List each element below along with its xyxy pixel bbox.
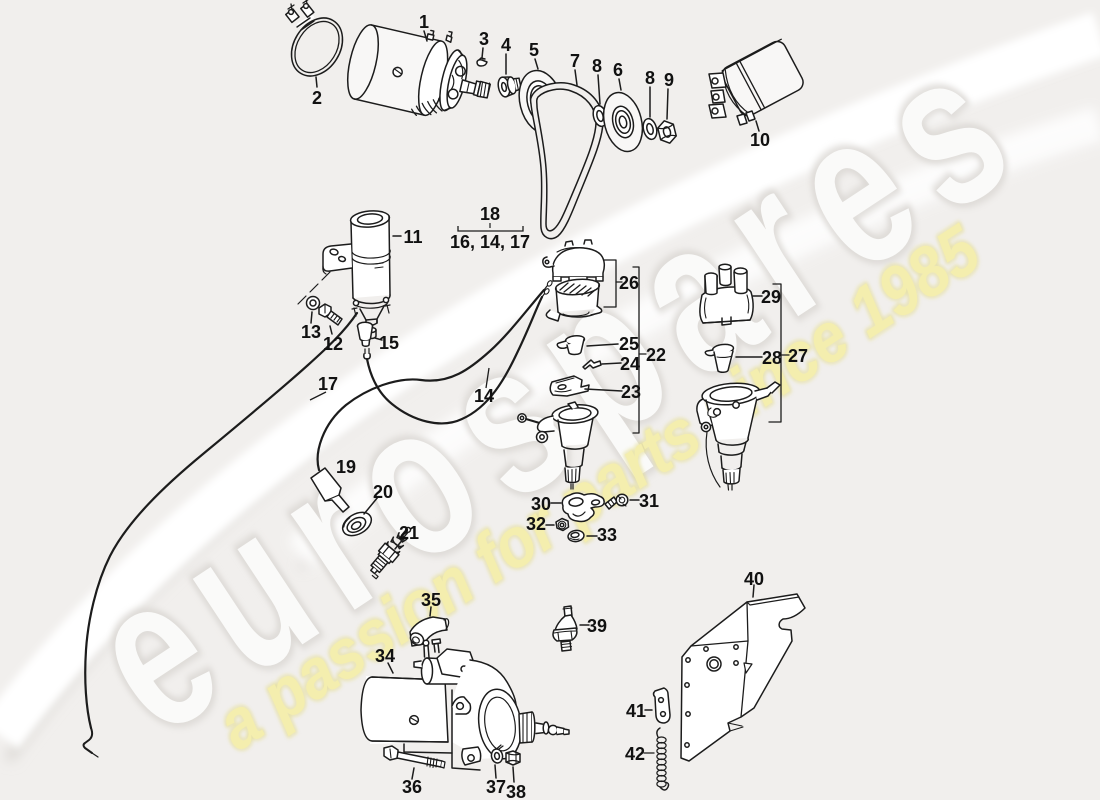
svg-text:5: 5: [529, 40, 539, 60]
svg-text:23: 23: [621, 382, 641, 402]
svg-text:2: 2: [312, 88, 322, 108]
svg-text:4: 4: [501, 35, 511, 55]
svg-text:37: 37: [486, 777, 506, 797]
svg-text:13: 13: [301, 322, 321, 342]
svg-text:17: 17: [318, 374, 338, 394]
svg-text:19: 19: [336, 457, 356, 477]
svg-text:8: 8: [645, 68, 655, 88]
svg-text:12: 12: [323, 334, 343, 354]
svg-text:35: 35: [421, 590, 441, 610]
svg-text:25: 25: [619, 334, 639, 354]
svg-text:16, 14, 17: 16, 14, 17: [450, 232, 530, 252]
svg-text:8: 8: [592, 56, 602, 76]
svg-text:6: 6: [613, 60, 623, 80]
svg-text:26: 26: [619, 273, 639, 293]
svg-text:9: 9: [664, 70, 674, 90]
svg-text:39: 39: [587, 616, 607, 636]
svg-text:21: 21: [399, 523, 419, 543]
svg-text:24: 24: [620, 354, 640, 374]
svg-text:10: 10: [750, 130, 770, 150]
svg-text:27: 27: [788, 346, 808, 366]
svg-text:34: 34: [375, 646, 395, 666]
svg-text:3: 3: [479, 29, 489, 49]
svg-text:36: 36: [402, 777, 422, 797]
svg-text:38: 38: [506, 782, 526, 800]
svg-text:29: 29: [761, 287, 781, 307]
svg-text:14: 14: [474, 386, 494, 406]
svg-text:42: 42: [625, 744, 645, 764]
svg-text:18: 18: [480, 204, 500, 224]
svg-text:11: 11: [403, 227, 422, 247]
svg-text:33: 33: [597, 525, 617, 545]
svg-text:40: 40: [744, 569, 764, 589]
svg-text:7: 7: [570, 51, 580, 71]
svg-text:20: 20: [373, 482, 393, 502]
svg-text:22: 22: [646, 345, 666, 365]
svg-text:28: 28: [762, 348, 782, 368]
svg-text:15: 15: [379, 333, 399, 353]
svg-text:30: 30: [531, 494, 551, 514]
svg-text:31: 31: [639, 491, 659, 511]
svg-text:41: 41: [626, 701, 646, 721]
svg-text:32: 32: [526, 514, 546, 534]
svg-text:1: 1: [419, 12, 429, 32]
